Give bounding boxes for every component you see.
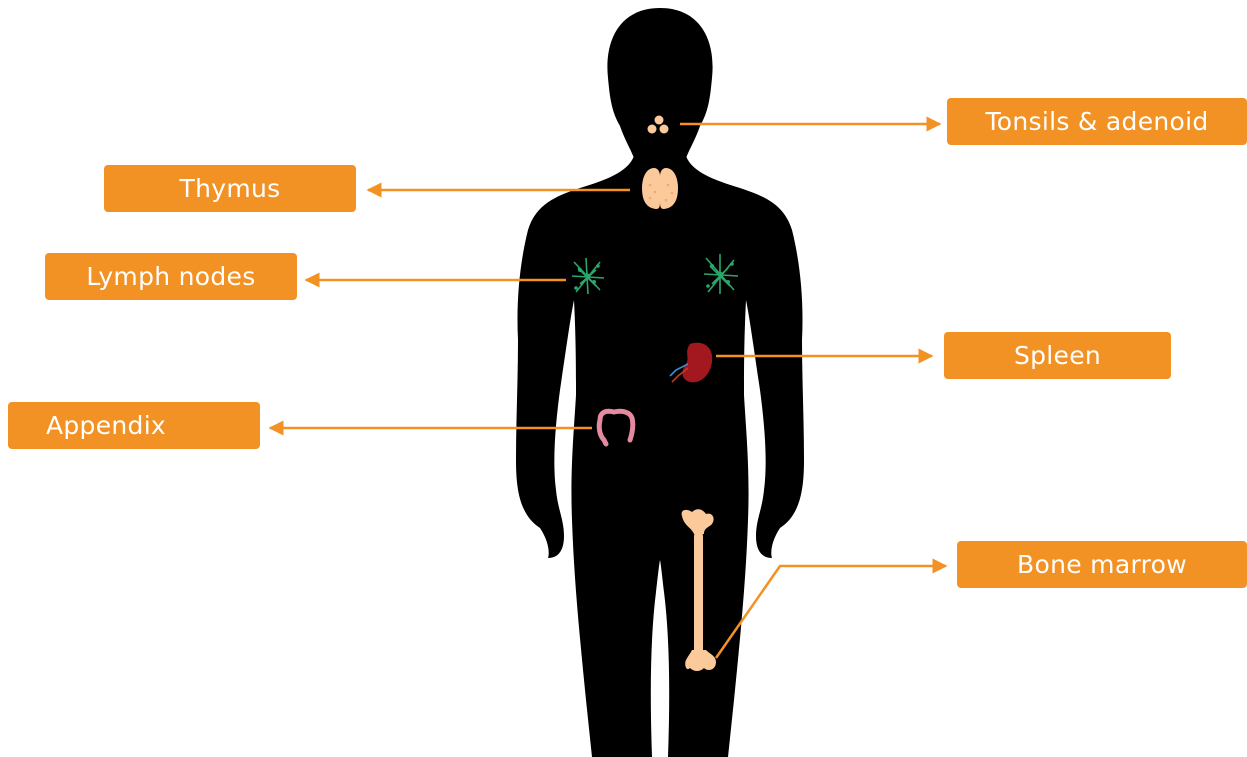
label-bone-marrow: Bone marrow [957, 541, 1247, 588]
label-thymus: Thymus [104, 165, 356, 212]
label-spleen: Spleen [944, 332, 1171, 379]
label-tonsils-adenoid: Tonsils & adenoid [947, 98, 1247, 145]
bone-marrow-connector [716, 566, 946, 658]
label-appendix: Appendix [8, 402, 260, 449]
label-lymph-nodes: Lymph nodes [45, 253, 297, 300]
body-shape [516, 156, 804, 757]
